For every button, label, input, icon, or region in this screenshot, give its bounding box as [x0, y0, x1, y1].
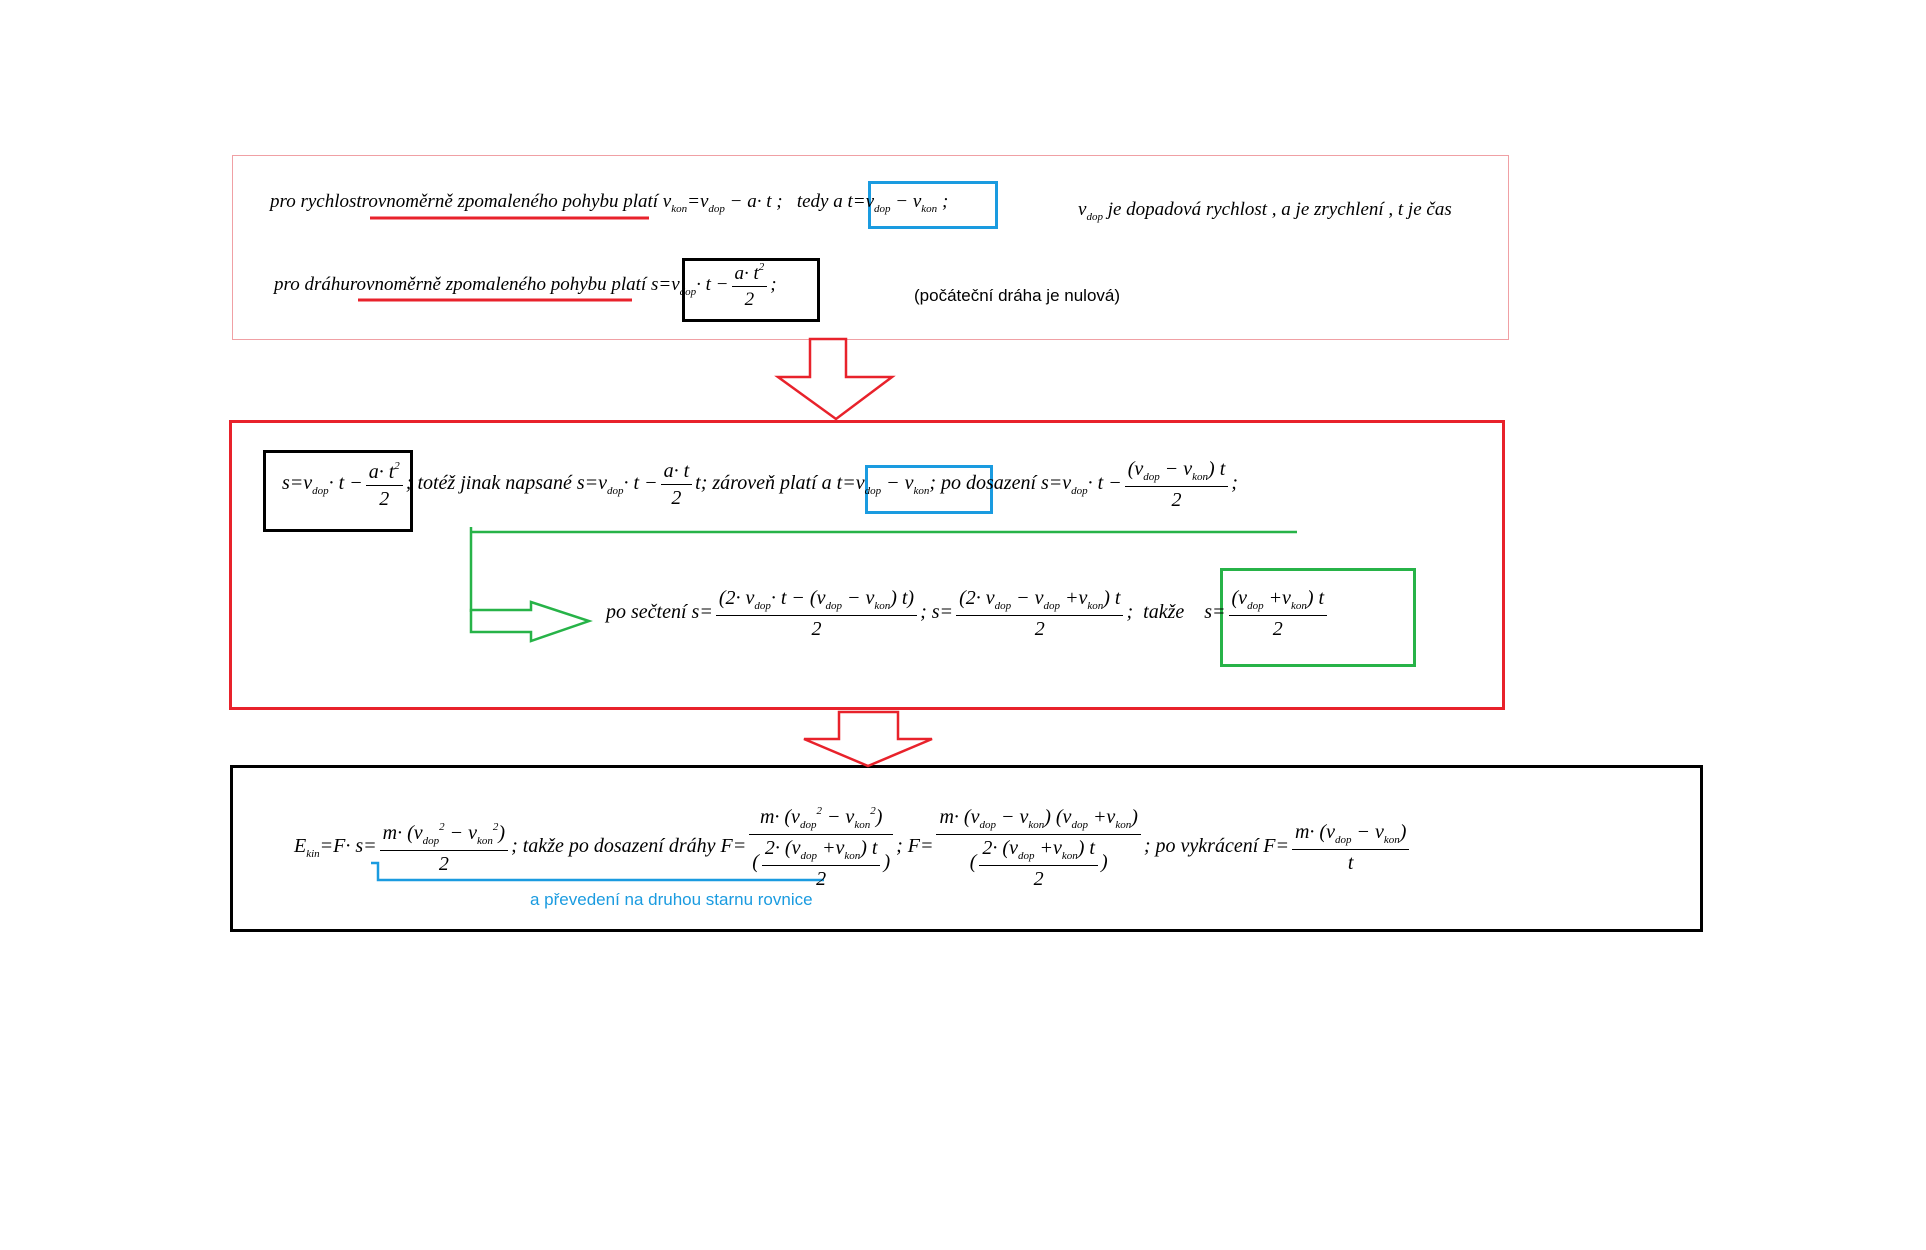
middle-frame — [229, 420, 1505, 710]
variable-definition: vdop je dopadová rychlost , a je zrychle… — [1078, 199, 1452, 223]
green-arrow — [469, 600, 593, 643]
formula-box-s-black-2 — [263, 450, 413, 532]
result-box-green — [1220, 568, 1416, 667]
top-frame — [232, 155, 1509, 340]
squaring-note: a převedení na druhou starnu rovnice — [530, 890, 813, 909]
bottom-frame — [230, 765, 1703, 932]
sum-line: po sečtení s=(2· vdop· t − (vdop − vkon)… — [606, 588, 1330, 639]
path-formula-line: pro dráhurovnoměrně zpomaleného pohybu p… — [274, 261, 777, 310]
kinetic-energy-line: Ekin=F· s=m· (vdop2 − vkon2)2; takže po … — [294, 806, 1412, 889]
formula-box-t-blue-1 — [868, 181, 998, 229]
formula-box-s-black-1 — [682, 258, 820, 322]
speed-formula-line: pro rychlostrovnoměrně zpomaleného pohyb… — [270, 191, 949, 215]
formula-box-t-blue-2 — [865, 465, 993, 514]
down-arrow-2 — [803, 710, 933, 768]
blue-bracket — [371, 861, 824, 882]
initial-path-note: (počáteční dráha je nulová) — [914, 286, 1121, 305]
down-arrow-1 — [774, 337, 896, 421]
